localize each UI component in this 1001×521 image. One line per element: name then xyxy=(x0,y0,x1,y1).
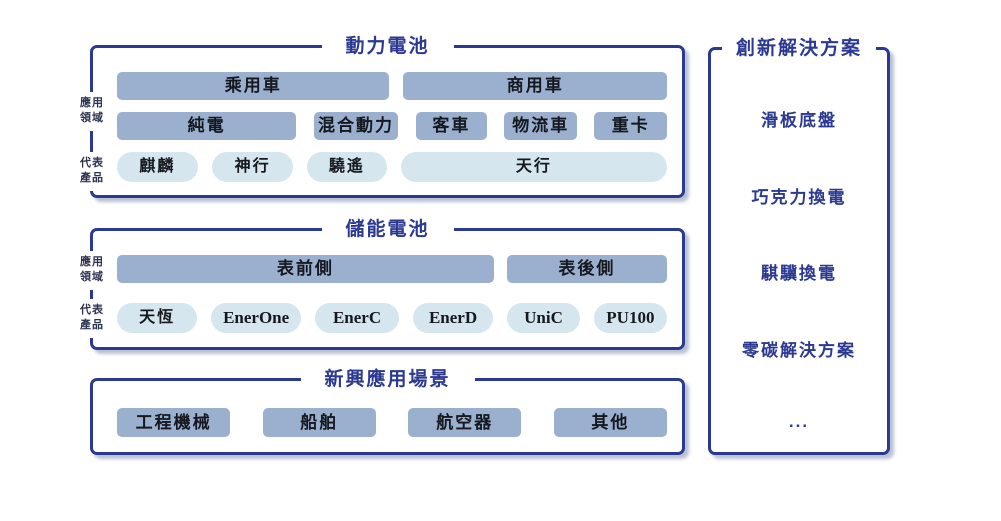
cell-pure-ev: 純電 xyxy=(117,112,297,140)
panel-title-power-battery: 動力電池 xyxy=(321,34,454,59)
side-label-application-areas: 應用 領域 xyxy=(76,92,108,131)
panel-energy-storage-battery: 儲能電池 應用 領域 代表 產品 表前側 表後側 天恆 EnerOne Ener… xyxy=(76,217,685,350)
cell-bus: 客車 xyxy=(415,112,488,140)
cell-commercial-vehicle: 商用車 xyxy=(403,72,667,100)
cell-heavy-truck: 重卡 xyxy=(594,112,667,140)
panel-title-innovative-solutions: 創新解決方案 xyxy=(721,36,877,61)
innovation-item-zero-carbon-solutions: 零碳解決方案 xyxy=(742,340,856,360)
cell-hybrid: 混合動力 xyxy=(313,112,399,140)
cell-engineering-machinery: 工程機械 xyxy=(117,408,231,437)
side-label-line: 領域 xyxy=(80,112,104,125)
pill-enerd: EnerD xyxy=(412,303,494,333)
storage-rows: 表前側 表後側 天恆 EnerOne EnerC EnerD UniC PU10… xyxy=(93,231,682,333)
cell-logistics-vehicle: 物流車 xyxy=(504,112,578,140)
side-label-line: 代表 xyxy=(80,157,104,169)
side-label-line: 應用 xyxy=(80,256,104,268)
cell-front-of-meter: 表前側 xyxy=(117,255,494,283)
cell-behind-the-meter: 表後側 xyxy=(506,255,667,283)
pill-enerone: EnerOne xyxy=(211,303,302,333)
storage-row-segments: 表前側 表後側 xyxy=(117,255,667,283)
pill-qilin: 麒麟 xyxy=(117,152,198,182)
pill-shenxing: 神行 xyxy=(212,152,293,182)
cell-passenger-car: 乘用車 xyxy=(117,72,390,100)
panel-power-battery: 動力電池 應用 領域 代表 產品 乘用車 商用車 純電 混合動力 客車 物流車 … xyxy=(76,34,685,198)
innovation-item-more-ellipsis: ... xyxy=(788,412,810,431)
cell-ships: 船舶 xyxy=(262,408,376,437)
side-label-representative-products: 代表 產品 xyxy=(76,152,108,191)
panel-emerging-applications: 新興應用場景 工程機械 船舶 航空器 其他 xyxy=(90,367,685,455)
power-row-products: 麒麟 神行 驍遙 天行 xyxy=(117,152,667,182)
emerging-rows: 工程機械 船舶 航空器 其他 xyxy=(93,381,682,437)
panel-innovative-solutions: 創新解決方案 滑板底盤 巧克力換電 騏驥換電 零碳解決方案 ... xyxy=(708,36,890,455)
pill-enerc: EnerC xyxy=(314,303,400,333)
side-label-line: 產品 xyxy=(80,172,104,185)
cell-aircraft: 航空器 xyxy=(408,408,522,437)
pill-tianxing: 天行 xyxy=(400,152,667,182)
panel-title-energy-storage: 儲能電池 xyxy=(321,217,454,242)
emerging-row-scenarios: 工程機械 船舶 航空器 其他 xyxy=(117,408,667,437)
side-label-line: 領域 xyxy=(80,271,104,284)
innovation-item-skateboard-chassis: 滑板底盤 xyxy=(761,111,837,130)
innovation-item-qiji-swap: 騏驥換電 xyxy=(761,264,837,283)
power-row-subsegments: 純電 混合動力 客車 物流車 重卡 xyxy=(117,112,667,140)
power-rows: 乘用車 商用車 純電 混合動力 客車 物流車 重卡 麒麟 神行 驍遙 天行 xyxy=(93,48,682,182)
cell-others: 其他 xyxy=(553,408,667,437)
storage-row-products: 天恆 EnerOne EnerC EnerD UniC PU100 xyxy=(117,303,667,333)
side-label-line: 應用 xyxy=(80,97,104,109)
pill-pu100: PU100 xyxy=(593,303,667,333)
side-label-application-areas: 應用 領域 xyxy=(76,251,108,290)
pill-xiaoyao: 驍遙 xyxy=(307,152,387,182)
power-row-vehicle-types: 乘用車 商用車 xyxy=(117,72,667,100)
side-label-representative-products: 代表 產品 xyxy=(76,299,108,338)
panel-title-emerging-applications: 新興應用場景 xyxy=(300,367,475,392)
pill-unic: UniC xyxy=(506,303,581,333)
pill-tianheng: 天恆 xyxy=(117,303,198,333)
side-label-line: 產品 xyxy=(80,319,104,332)
innovation-item-choco-swap: 巧克力換電 xyxy=(751,187,847,207)
side-label-line: 代表 xyxy=(80,304,104,316)
